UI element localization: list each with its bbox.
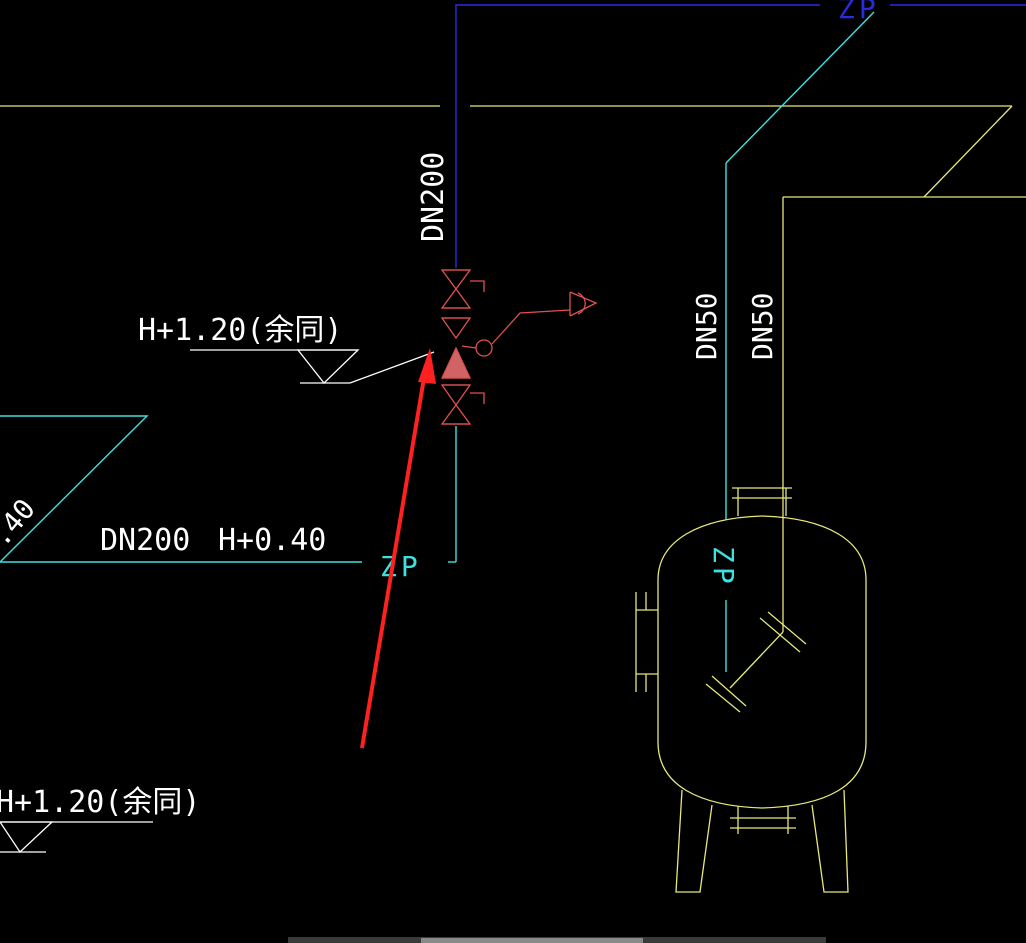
leader-line (349, 351, 435, 384)
label-edge-fragment: .40 (0, 493, 42, 553)
gate-valve-icon[interactable] (440, 317, 472, 379)
elevation-mark-upper: H+1.20(余同) (138, 313, 435, 384)
valve-assembly[interactable] (440, 269, 598, 425)
tank-body (657, 515, 867, 809)
cyan-pipes (0, 11, 875, 672)
label-dn50-left: DN50 (690, 293, 723, 360)
diagonal-right (923, 105, 1013, 198)
label-zp-tank: ZP (707, 546, 740, 588)
elevation-mark-lower: H+1.20(余同) (0, 785, 201, 853)
y-strainer-icon (705, 611, 807, 713)
label-pipe-main-size: DN200 (100, 523, 190, 558)
gate-valve-icon[interactable] (440, 384, 485, 425)
red-arrow-icon (360, 348, 436, 749)
tank-leg-left (675, 789, 713, 893)
blue-pipe (455, 4, 1026, 268)
pressure-tank-icon[interactable] (635, 487, 867, 893)
cyan-diagonal-from-top (725, 11, 875, 164)
scrollbar-thumb[interactable] (421, 938, 643, 943)
label-zp-top: ZP (838, 0, 880, 25)
label-pipe-main-elev: H+0.40 (218, 523, 326, 558)
label-elev-upper: H+1.20(余同) (138, 313, 343, 348)
elevation-triangle-icon (296, 349, 360, 384)
blue-pipe-route (455, 4, 820, 268)
cyan-diagonal-left (0, 415, 149, 563)
yellow-reference-lines (0, 105, 1026, 632)
motorized-valve-icon[interactable] (461, 291, 598, 357)
horizontal-scrollbar[interactable] (288, 937, 826, 943)
gate-valve-icon[interactable] (440, 269, 485, 309)
label-elev-lower: H+1.20(余同) (0, 785, 201, 820)
elevation-triangle-icon (0, 821, 54, 853)
label-zp-lower: ZP (380, 550, 422, 583)
label-dn200-vertical: DN200 (416, 152, 451, 242)
label-dn50-right: DN50 (746, 293, 779, 360)
tank-leg-right (811, 789, 849, 893)
